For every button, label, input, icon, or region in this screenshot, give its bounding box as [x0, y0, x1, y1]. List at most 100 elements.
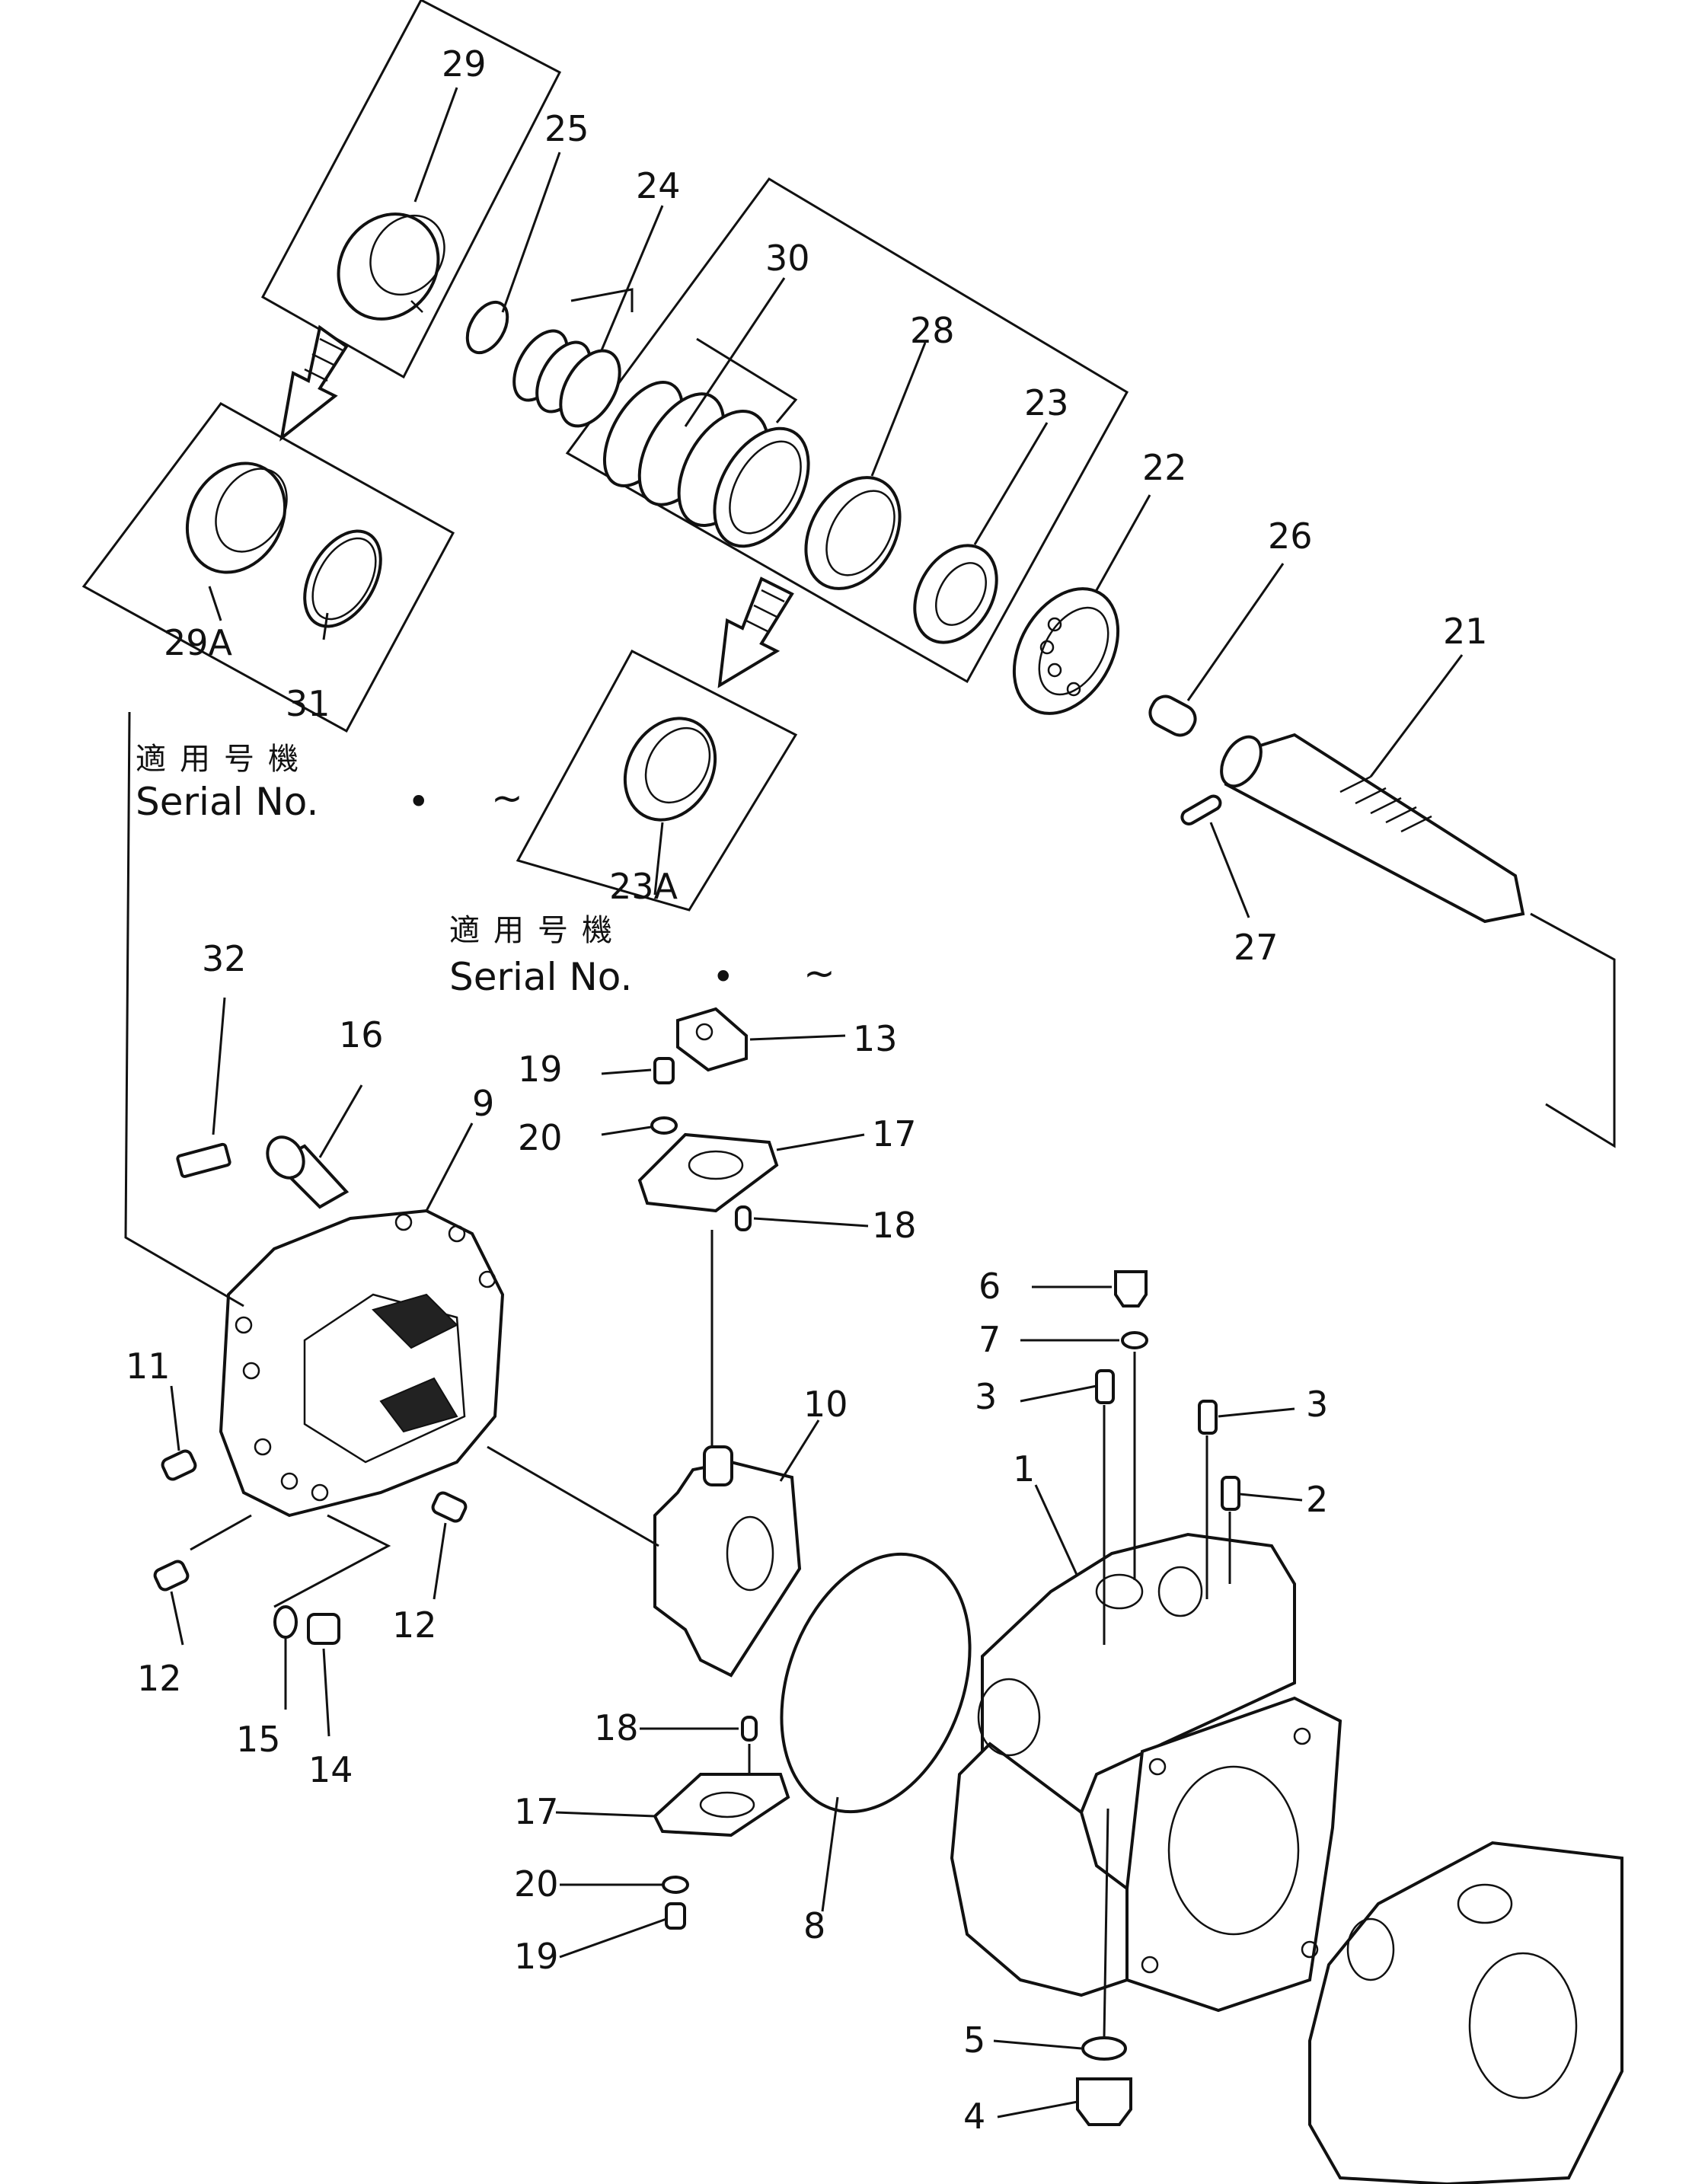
- label-32: 32: [202, 938, 247, 979]
- part-10-block: [653, 1445, 802, 1678]
- part-1-pump-case: [950, 1532, 1342, 2013]
- label-12-left: 12: [137, 1658, 182, 1699]
- frame-29A-31: [81, 402, 455, 733]
- label-5: 5: [963, 2020, 985, 2061]
- label-16: 16: [339, 1014, 384, 1055]
- label-28: 28: [910, 310, 955, 351]
- serial-note-center-dot: •: [712, 955, 735, 999]
- part-2-plug: [1221, 1476, 1240, 1511]
- label-25: 25: [544, 108, 589, 149]
- label-19-bottom: 19: [514, 1936, 559, 1977]
- frame-23A: [516, 649, 798, 912]
- label-21: 21: [1443, 611, 1488, 652]
- part-18-pin-top: [735, 1205, 752, 1231]
- label-24: 24: [636, 165, 681, 206]
- label-1: 1: [1013, 1448, 1035, 1490]
- label-4: 4: [963, 2096, 985, 2137]
- serial-note-center-jp: 適用号機: [449, 913, 626, 948]
- label-23A: 23A: [609, 866, 678, 907]
- part-19-bolt-bottom: [665, 1902, 686, 1930]
- part-27-pin: [1180, 794, 1222, 825]
- part-12-plug-right: [431, 1491, 468, 1523]
- part-21-shaft: [1220, 733, 1525, 924]
- label-20-top: 20: [518, 1117, 563, 1158]
- frame-30: [565, 177, 1129, 684]
- serial-note-left: 適用号機 Serial No. • ~: [136, 742, 523, 824]
- part-29-seal-sleeve: [337, 212, 445, 321]
- leader-lines: [124, 87, 1616, 2119]
- label-22: 22: [1142, 447, 1187, 488]
- label-3-right: 3: [1306, 1384, 1328, 1425]
- part-13-cap: [676, 1007, 748, 1072]
- part-labels: 1 2 3 3 4 5 6 7 8 9 10 11 12 12 13 14 15…: [126, 43, 1488, 2137]
- label-6: 6: [979, 1266, 1001, 1307]
- label-9: 9: [472, 1083, 494, 1124]
- part-7-oring: [1121, 1331, 1148, 1349]
- label-11: 11: [126, 1346, 171, 1387]
- part-31-ring: [303, 529, 382, 628]
- label-12-right: 12: [392, 1604, 437, 1646]
- part-18-pin-bottom: [741, 1716, 758, 1742]
- label-15: 15: [236, 1719, 281, 1760]
- part-23-bearing: [913, 544, 998, 644]
- part-8-oring: [780, 1552, 972, 1814]
- label-7: 7: [979, 1319, 1001, 1360]
- part-9-cradle: [219, 1209, 505, 1518]
- part-4-plug: [1076, 2077, 1132, 2126]
- part-29A-seal-sleeve: [185, 461, 288, 574]
- adjacent-pump-housing: [1308, 1841, 1623, 2184]
- label-29A: 29A: [164, 622, 233, 663]
- part-3-plug-left: [1095, 1369, 1115, 1404]
- label-2: 2: [1306, 1479, 1328, 1520]
- part-26-collar: [1148, 694, 1197, 737]
- part-6-plug: [1114, 1270, 1148, 1308]
- part-30-seals: [602, 381, 810, 548]
- label-18-top: 18: [872, 1205, 917, 1246]
- part-17-plate-bottom: [653, 1773, 790, 1838]
- arrow-29-to-29A: [279, 324, 349, 442]
- serial-note-left-tilde: ~: [491, 776, 523, 820]
- label-30: 30: [765, 238, 810, 279]
- label-20-bottom: 20: [514, 1863, 559, 1905]
- part-5-oring: [1081, 2036, 1127, 2061]
- serial-note-center-en: Serial No.: [449, 955, 632, 999]
- frame-29: [260, 0, 562, 379]
- serial-note-center: 適用号機 Serial No. • ~: [449, 913, 835, 999]
- part-20-washer-bottom: [662, 1876, 689, 1894]
- part-17-plate-top: [637, 1132, 779, 1213]
- part-16-bolt: [266, 1135, 350, 1209]
- label-8: 8: [803, 1905, 825, 1946]
- part-25-snap-ring: [465, 300, 509, 355]
- label-3-left: 3: [975, 1376, 997, 1417]
- label-18-bottom: 18: [594, 1707, 639, 1748]
- label-27: 27: [1234, 927, 1279, 968]
- label-13: 13: [853, 1018, 898, 1059]
- label-10: 10: [803, 1384, 848, 1425]
- label-23: 23: [1024, 382, 1069, 423]
- arrow-30-to-23A: [717, 576, 794, 688]
- label-17-bottom: 17: [514, 1791, 559, 1832]
- label-31: 31: [286, 683, 330, 724]
- part-15-oring: [273, 1605, 298, 1639]
- part-19-bolt-top: [653, 1057, 675, 1084]
- serial-note-left-dot: •: [407, 780, 430, 824]
- label-19-top: 19: [518, 1049, 563, 1090]
- part-20-washer-top: [650, 1116, 678, 1135]
- part-22-ball-bearing: [1012, 587, 1120, 715]
- part-14-sleeve: [307, 1613, 340, 1645]
- part-32-key: [176, 1142, 231, 1178]
- part-12-plug-left: [153, 1560, 190, 1592]
- part-24-rings: [512, 329, 621, 428]
- part-28-seal: [804, 476, 902, 590]
- serial-note-left-jp: 適用号機: [136, 742, 312, 777]
- part-23A-bearing: [623, 717, 717, 822]
- label-29: 29: [442, 43, 487, 85]
- serial-note-center-tilde: ~: [803, 951, 835, 995]
- label-26: 26: [1268, 516, 1313, 557]
- label-17-top: 17: [872, 1113, 917, 1154]
- part-3-plug-right: [1198, 1400, 1218, 1435]
- label-14: 14: [308, 1749, 353, 1790]
- part-11-plug: [161, 1449, 197, 1481]
- serial-note-left-en: Serial No.: [136, 780, 318, 824]
